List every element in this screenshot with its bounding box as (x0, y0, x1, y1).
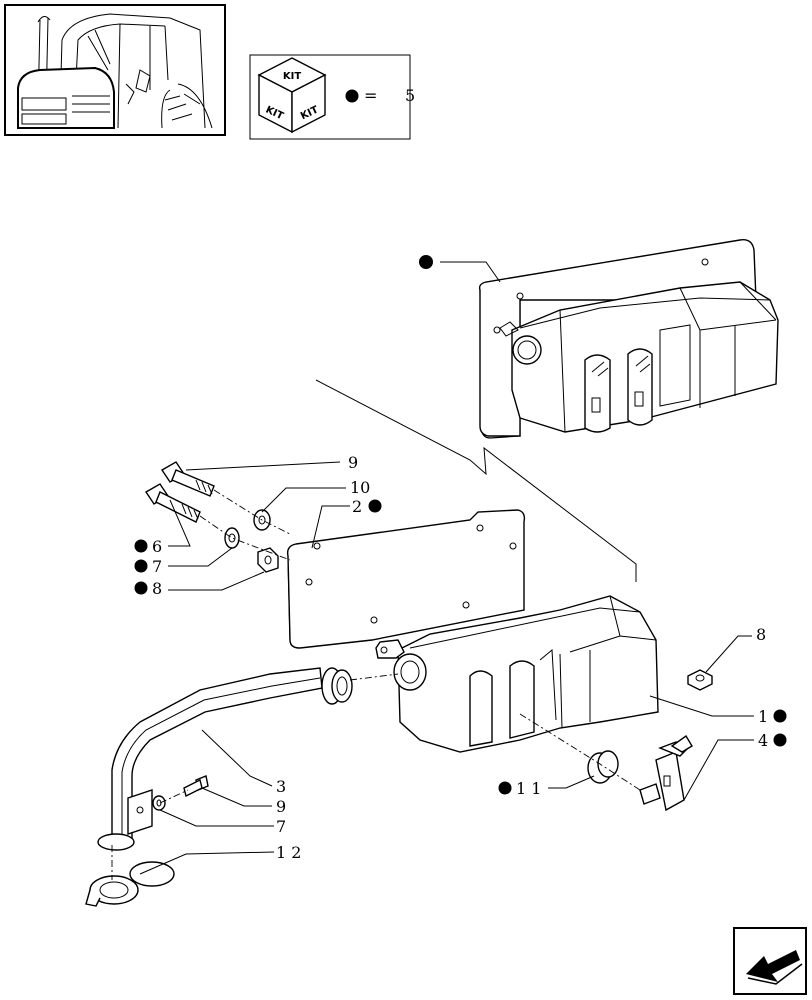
callout-8-right[interactable]: 8 (756, 625, 766, 644)
assembly-break-line (315, 379, 637, 582)
callout-labels: 9 10 2 6 7 8 8 1 4 1 1 3 9 7 1 2 (134, 255, 787, 862)
nut-8-upper[interactable] (257, 547, 279, 573)
washer-7-upper[interactable] (224, 527, 240, 549)
callout-11[interactable]: 1 1 (516, 779, 541, 798)
callout-9-lower[interactable]: 9 (276, 797, 286, 816)
kit-marker-dot (419, 255, 433, 269)
kit-equals: = (364, 86, 377, 105)
kit-marker-dot (134, 581, 148, 595)
callout-12[interactable]: 1 2 (276, 843, 301, 862)
callout-7-upper[interactable]: 7 (152, 557, 162, 576)
navigation-arrow-icon[interactable] (733, 927, 807, 995)
nut-8-right[interactable] (687, 669, 713, 691)
filler-hose[interactable] (97, 667, 353, 851)
upper-tank-assembly[interactable] (478, 239, 779, 439)
kit-marker-dot (134, 559, 148, 573)
kit-marker-dot (773, 709, 787, 723)
tractor-thumbnail[interactable] (4, 4, 226, 136)
filler-cap[interactable] (85, 861, 175, 907)
bolt-6[interactable] (145, 483, 201, 523)
leader-lines (139, 261, 754, 875)
callout-8-upper[interactable]: 8 (152, 579, 162, 598)
callout-3[interactable]: 3 (276, 777, 286, 796)
kit-icon-top-text: KIT (283, 71, 301, 82)
kit-marker-dot (498, 781, 512, 795)
bolt-9-upper[interactable] (161, 461, 215, 497)
callout-6[interactable]: 6 (152, 537, 162, 556)
callout-1[interactable]: 1 (758, 707, 768, 726)
washer-7-lower[interactable] (152, 795, 166, 811)
grommet-11[interactable] (587, 750, 619, 784)
callout-10[interactable]: 10 (350, 478, 370, 497)
callout-4[interactable]: 4 (758, 731, 768, 750)
kit-marker-dot (134, 539, 148, 553)
kit-number: 5 (405, 86, 415, 105)
alignment-lines (111, 489, 641, 880)
washer-reservoir[interactable] (375, 595, 659, 753)
kit-marker-dot (773, 733, 787, 747)
bolt-9-lower[interactable] (183, 775, 209, 798)
kit-marker-dot (368, 499, 382, 513)
kit-legend: KIT KIT KIT = 5 (249, 54, 415, 140)
kit-dot-icon (345, 89, 359, 103)
kit-cube-icon: KIT KIT KIT (257, 57, 327, 134)
callout-2[interactable]: 2 (352, 497, 362, 516)
mounting-plate[interactable] (286, 509, 526, 649)
callout-9-upper[interactable]: 9 (348, 453, 358, 472)
callout-7-lower[interactable]: 7 (276, 817, 286, 836)
